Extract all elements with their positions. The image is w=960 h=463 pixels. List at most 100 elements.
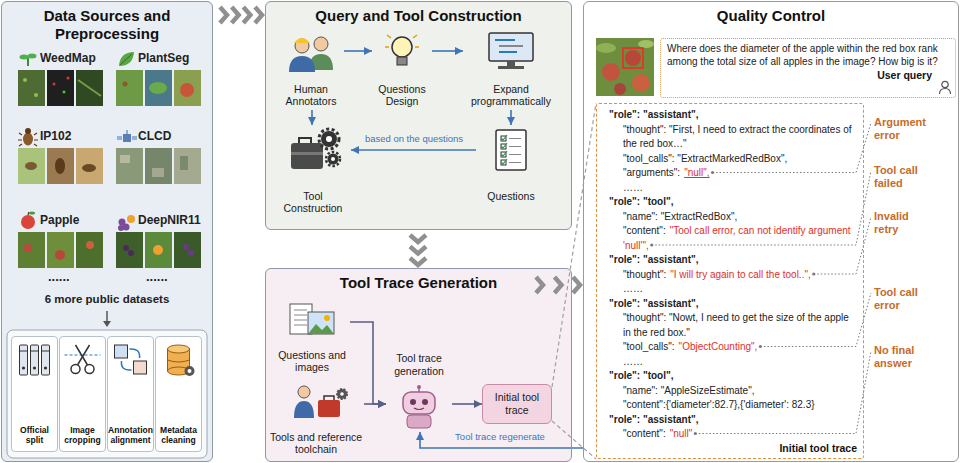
pc-icon [489,33,533,69]
toolbox-icon-part [321,131,337,147]
bulb-icon-part [392,37,412,57]
thumbnail-detail [24,244,32,252]
label-wrap: DeepNIR11 [138,214,201,228]
query-tag: User query [667,69,949,81]
trace-line: "role": "tool", [609,369,857,384]
photo-apple [614,83,626,95]
list-icon-part [501,151,507,156]
user-icon-part [940,89,951,95]
label-wrap: ...... [48,270,70,285]
people-icon-part [294,38,310,43]
toolbox-icon-part [326,136,332,142]
trace-text: "content":{'diameter':82.7},{'diameter':… [623,399,815,410]
trace-text: "name": "AppleSizeEstimate", [623,385,754,396]
robot-icon-part [407,415,431,428]
list-icon-canvas [476,125,546,175]
thumbnail-detail [55,250,65,260]
flow-arrow [351,149,476,151]
thumbnail-detail [86,241,94,249]
label-wrap: No final answer [874,344,936,369]
split-icon-part [42,351,50,352]
thumbnail-detail [63,91,66,94]
photo-apple [632,74,650,92]
trace-text: "role": "tool", [609,370,674,381]
label-wrap: CLCD [138,130,171,144]
edge-label: Tool trace regenerate [455,431,545,442]
robot-icon-part [410,399,416,405]
people-icon-part [314,37,328,51]
node-label: Tool trace generation [386,352,452,379]
dataset-thumbnail [174,70,201,106]
robot-icon-part [403,392,435,414]
thumbnail-detail [67,77,70,80]
trace-text: "name": "ExtractRedBox", [623,211,737,222]
people-icon-part [295,39,309,53]
tools-icon-part [324,396,334,400]
error-tag: Argument error [874,116,936,141]
toolbox-icon-part [299,138,311,143]
trace-text: "role": "assistant", [609,254,699,265]
error-tag: No final answer [874,344,936,369]
query-box: Where does the diameter of the apple wit… [660,38,956,98]
align-icon-part [134,361,147,374]
dataset-thumbnail [76,148,103,184]
trace-text: "content": [623,428,666,439]
leader-dot [711,171,714,174]
leader-dot [812,272,815,275]
list-icon-part [509,154,521,155]
trace-line: "name": "ExtractRedBox", [609,210,857,225]
apple-icon [28,212,29,215]
tools-icon-part [298,386,310,398]
preprocess-card: Official split [11,336,58,452]
error-tag: Tool call error [874,286,936,311]
error-tag: Invalid retry [874,210,936,235]
error-value: "ObjectCounting", [679,341,758,352]
toolbox-icon [291,129,340,169]
flow-arrow [344,50,372,52]
agent-node: Tool trace generation [386,352,452,432]
split-icon-part [44,366,47,369]
trace-line: …… [609,181,857,196]
dataset-thumbnail [76,70,103,106]
people-icon-part [289,56,315,72]
bulb-icon [385,35,419,65]
node-label: Tool Construction [275,190,351,217]
label-wrap: Tool call failed [874,164,936,189]
satellite-icon [117,136,122,140]
robot-icon-canvas [386,384,452,430]
trace-line: "role": "assistant", [609,253,857,268]
db-icon-part [185,366,195,376]
node-label: Questions Design [372,83,432,110]
qimg-icon-part [324,315,330,321]
panel-title: Tool Trace Generation [266,269,571,292]
list-icon-part [501,135,507,140]
qimg-icon-part [294,320,307,321]
align-icon-canvas [108,337,153,383]
dataset-thumbnail [18,70,45,106]
qimg-icon [290,304,334,334]
thumbnail-detail [23,78,27,82]
label-wrap: IP102 [40,130,71,144]
dataset-thumbnail [76,232,103,268]
node-label: Annotation alignment [108,426,153,451]
fruit-icon [127,215,135,223]
tools-icon [294,386,347,418]
panel-title: Data Sources and Preprocessing [2,2,212,43]
dataset-thumbnail [116,148,143,184]
dataset-thumbnail [145,232,172,268]
stage-chevrons [410,235,426,265]
label-wrap: Argument error [874,116,936,141]
preprocess-card: Image cropping [59,336,106,452]
pc-icon-part [495,39,515,41]
robot-icon-part [414,408,424,410]
trace-line: "role": "assistant", [609,108,857,123]
stage-panel: Human AnnotatorsQuestions DesignExpand p… [265,1,572,230]
photo-leaf [638,40,654,48]
qimg-icon-part [308,312,334,334]
crop-icon-part [78,345,90,365]
qimg-icon-part [294,315,307,316]
dataset-thumbnail [18,148,45,184]
split-icon-part [42,345,50,375]
dataset-name: WeedMap [40,52,96,66]
stage-panel: Official splitImage croppingAnnotation a… [1,1,213,462]
